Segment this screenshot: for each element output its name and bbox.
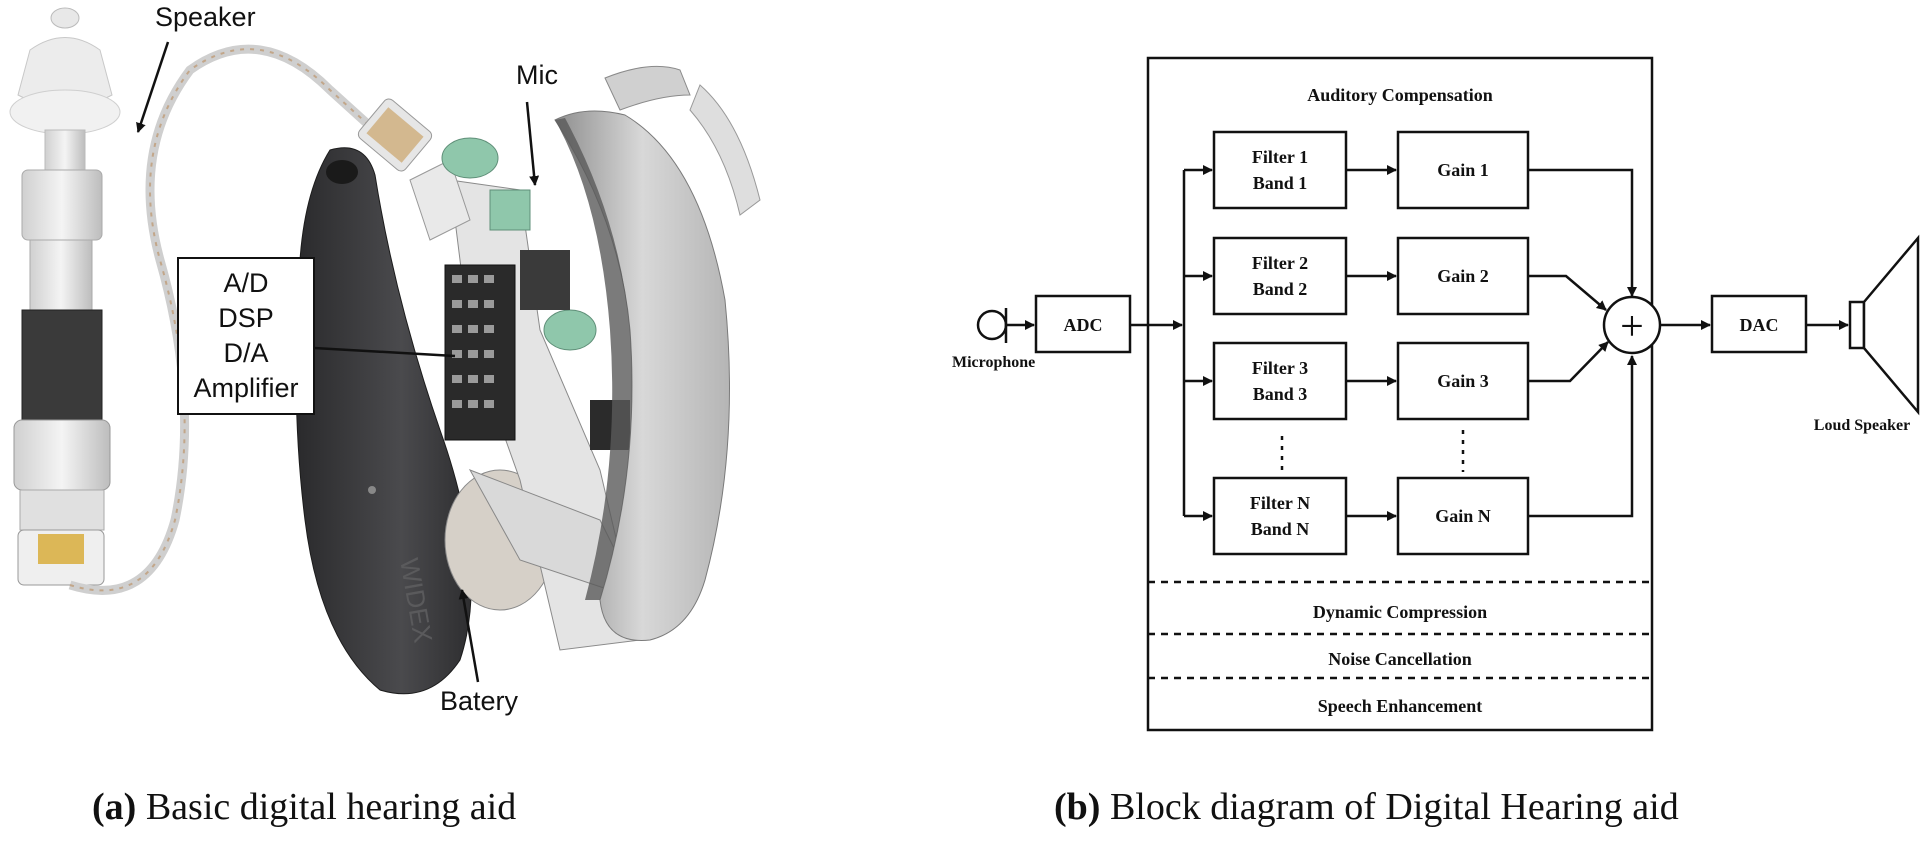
section-dynamic-compression: Dynamic Compression: [1313, 602, 1487, 622]
gain-n-label: Gain N: [1435, 506, 1491, 526]
gain-block-n: Gain N: [1396, 476, 1530, 556]
gain-block-2: Gain 2: [1396, 236, 1530, 316]
filter-block-2: Filter 2 Band 2: [1212, 236, 1348, 316]
battery-arrow: [458, 589, 480, 683]
filter-3-name: Filter 3: [1252, 358, 1308, 378]
filter-3-band: Band 3: [1253, 384, 1308, 404]
cable-connector: [357, 98, 433, 172]
filter-n-band: Band N: [1251, 519, 1310, 539]
receiver-column: [9, 7, 121, 586]
loudspeaker-icon: [1848, 234, 1920, 416]
box-line-ad: A/D: [223, 268, 268, 298]
filter-block-1: Filter 1 Band 1: [1212, 130, 1348, 210]
summing-junction: +: [1602, 295, 1662, 355]
section-speech-enhancement: Speech Enhancement: [1318, 696, 1483, 716]
adc-label: ADC: [1064, 315, 1103, 335]
box-line-dsp: DSP: [218, 303, 274, 333]
filter-block-n: Filter N Band N: [1212, 476, 1348, 556]
caption-b-text: Block diagram of Digital Hearing aid: [1109, 786, 1679, 828]
hearing-aid-illustration: WIDEX: [9, 7, 761, 695]
auditory-compensation-frame: [1146, 56, 1654, 732]
caption-a-tag: (a): [92, 786, 137, 828]
gain-block-1: Gain 1: [1396, 130, 1530, 210]
filter-2-name: Filter 2: [1252, 253, 1308, 273]
speaker-arrow: [136, 41, 170, 133]
box-line-da: D/A: [223, 338, 268, 368]
block-diagram: Auditory Compensation Microphone ADC Fil…: [952, 56, 1920, 732]
filter-n-name: Filter N: [1250, 493, 1310, 513]
caption-b: (b) Block diagram of Digital Hearing aid: [1054, 785, 1679, 829]
filter-1-name: Filter 1: [1252, 147, 1308, 167]
microphone-label: Microphone: [952, 354, 1035, 371]
section-noise-cancellation: Noise Cancellation: [1328, 649, 1472, 669]
box-line-amplifier: Amplifier: [193, 373, 298, 403]
caption-a: (a) Basic digital hearing aid: [92, 785, 516, 829]
gain-block-3: Gain 3: [1396, 341, 1530, 421]
mic-label: Mic: [516, 60, 558, 90]
electronics-frame: [409, 137, 641, 651]
caption-a-text: Basic digital hearing aid: [145, 786, 517, 828]
gain-2-label: Gain 2: [1437, 266, 1489, 286]
processor-label-box: A/D DSP D/A Amplifier: [177, 257, 315, 415]
processor-pointer-line: [313, 346, 456, 358]
filter-2-band: Band 2: [1253, 279, 1308, 299]
filter-block-3: Filter 3 Band 3: [1212, 341, 1348, 421]
caption-b-tag: (b): [1054, 786, 1101, 828]
speaker-label: Speaker: [155, 2, 256, 32]
mic-arrow: [525, 101, 540, 186]
dac-block: [1710, 294, 1808, 354]
battery-label: Batery: [440, 686, 519, 716]
gain-1-label: Gain 1: [1437, 160, 1489, 180]
dac-label: DAC: [1740, 315, 1779, 335]
auditory-compensation-title: Auditory Compensation: [1307, 85, 1493, 105]
speaker-cable: [68, 44, 376, 595]
sum-symbol: +: [1620, 304, 1644, 350]
mic-port-icon: [441, 137, 499, 179]
filter-1-band: Band 1: [1253, 173, 1308, 193]
loudspeaker-label: Loud Speaker: [1814, 417, 1910, 434]
gain-3-label: Gain 3: [1437, 371, 1489, 391]
microphone-icon: [976, 308, 1008, 343]
